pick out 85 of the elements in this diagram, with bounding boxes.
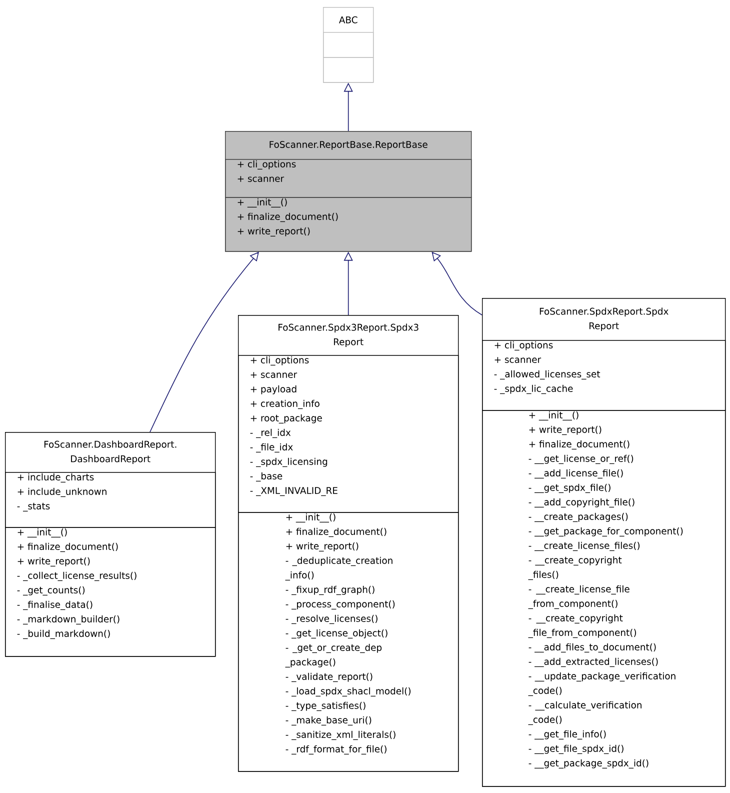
method-text: - __add_files_to_document() <box>528 643 656 652</box>
method-text: - _validate_report() <box>286 672 372 682</box>
method-text: + __init__() <box>238 198 287 208</box>
method-text: + finalize_document() <box>238 212 338 222</box>
class-name: FoScanner.ReportBase.ReportBase <box>270 140 428 150</box>
method-text: - __create_copyright _file_from_component() <box>528 614 636 638</box>
method-compartment <box>238 512 459 772</box>
attribute-text: - _rel_idx <box>250 428 291 438</box>
attribute-text: + scanner <box>238 176 284 182</box>
method-compartment <box>5 527 216 657</box>
attribute-text: - _spdx_licensing <box>250 458 328 467</box>
method-text: - __create_copyright _files() <box>528 556 622 580</box>
method-text: + write_report() <box>238 227 310 236</box>
method-compartment <box>323 57 374 83</box>
method-text: - __update_package_verification _code() <box>528 672 676 696</box>
method-text: + write_report() <box>529 426 602 435</box>
attribute-text: - _base <box>250 472 282 482</box>
class-name: FoScanner.SpdxReport.Spdx Report <box>540 308 668 332</box>
method-text: - __get_package_for_component() <box>528 527 683 536</box>
method-text: - _fixup_rdf_graph() <box>286 586 374 595</box>
method-text: - _get_or_create_dep _package() <box>285 644 382 668</box>
method-compartment <box>225 197 472 252</box>
attribute-text: - _XML_INVALID_RE <box>250 487 338 496</box>
method-text: - __get_license_or_ref() <box>528 454 634 464</box>
method-text: + __init__() <box>286 513 336 522</box>
attribute-text: + cli_options <box>494 341 553 350</box>
attribute-compartment <box>225 159 472 198</box>
method-compartment <box>482 410 726 787</box>
attribute-text: + root_package <box>250 414 322 424</box>
method-text: - _collect_license_results() <box>17 572 136 581</box>
class-name: FoScanner.Spdx3Report.Spdx3 Report <box>278 324 418 348</box>
method-text: - __get_file_info() <box>528 730 606 740</box>
method-text: - _deduplicate_creation _info() <box>285 556 392 580</box>
method-text: + finalize_document() <box>529 440 630 450</box>
method-text: - _get_license_object() <box>286 629 388 638</box>
attribute-text: + creation_info <box>250 400 320 409</box>
class-box <box>323 7 374 83</box>
method-text: - __get_file_spdx_id() <box>528 744 624 754</box>
method-text: + finalize_document() <box>286 528 386 537</box>
class-name: FoScanner.DashboardReport. DashboardReport <box>44 440 176 464</box>
method-text: + finalize_document() <box>18 542 118 552</box>
attribute-text: - _spdx_lic_cache <box>494 384 573 394</box>
method-text: + write_report() <box>18 557 90 566</box>
method-text: - _make_base_uri() <box>286 716 372 726</box>
method-text: - __add_copyright_file() <box>528 498 634 508</box>
attribute-text: - _file_idx <box>250 443 293 452</box>
method-text: - _get_counts() <box>17 586 85 596</box>
method-text: - __get_spdx_file() <box>528 484 610 493</box>
attribute-text: + include_charts <box>18 473 94 482</box>
attribute-text: + cli_options <box>238 160 296 170</box>
attribute-compartment <box>238 355 459 513</box>
attribute-text: + scanner <box>250 372 298 378</box>
attribute-text: + scanner <box>494 357 542 363</box>
method-text: - _load_spdx_shacl_model() <box>286 687 410 696</box>
attribute-compartment <box>323 32 374 58</box>
attribute-compartment <box>5 472 216 528</box>
method-text: - __add_extracted_licenses() <box>528 658 658 667</box>
class-box <box>238 315 459 772</box>
class-box <box>482 298 726 787</box>
attribute-compartment <box>482 340 726 411</box>
method-text: + write_report() <box>286 542 358 552</box>
class-box <box>5 432 216 657</box>
method-text: - _process_component() <box>286 600 395 610</box>
method-text: - __get_package_spdx_id() <box>528 759 648 768</box>
method-text: - _build_markdown() <box>17 630 110 639</box>
method-text: - __calculate_verification _code() <box>528 701 642 725</box>
method-text: - __add_license_file() <box>528 469 623 478</box>
method-text: - _markdown_builder() <box>17 615 120 624</box>
method-text: - __create_license_files() <box>528 542 640 551</box>
method-text: - _resolve_licenses() <box>286 614 378 624</box>
attribute-text: - _stats <box>17 502 50 512</box>
method-text: - _type_satisfies() <box>286 702 366 711</box>
attribute-text: + cli_options <box>250 356 309 366</box>
method-text: - __create_packages() <box>528 512 628 522</box>
attribute-text: + payload <box>250 385 296 394</box>
method-text: - _finalise_data() <box>17 600 92 610</box>
attribute-text: + include_unknown <box>18 488 106 497</box>
method-text: + __init__() <box>529 411 578 420</box>
class-box <box>225 131 472 252</box>
method-text: + __init__() <box>18 528 67 538</box>
attribute-text: - _allowed_licenses_set <box>494 370 600 380</box>
method-text: - __create_license_file _from_component() <box>528 585 630 609</box>
method-text: - _rdf_format_for_file() <box>286 745 386 754</box>
class-name: ABC <box>339 16 358 24</box>
method-text: - _sanitize_xml_literals() <box>286 730 396 740</box>
